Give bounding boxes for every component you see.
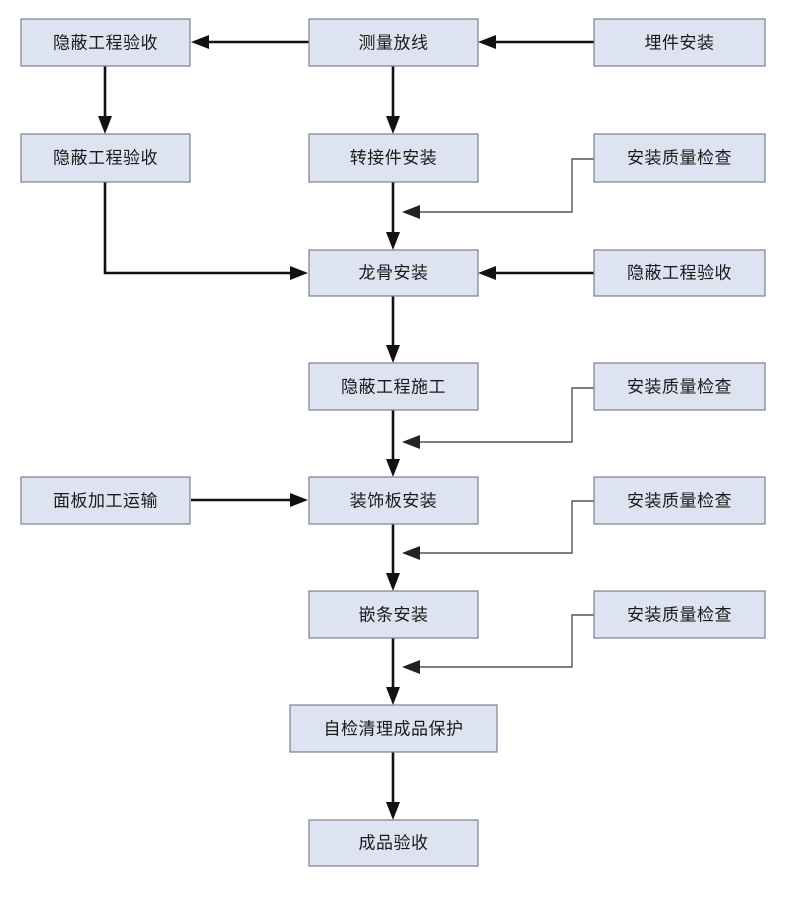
node-quality-check-2[interactable]: 安装质量检查 xyxy=(593,362,766,411)
edge-adapter-to-keel xyxy=(386,182,400,250)
edge-survey-to-concealed-accept xyxy=(191,35,309,49)
edge-embed-to-survey xyxy=(478,35,594,49)
node-label: 安装质量检查 xyxy=(627,378,732,398)
node-concealed-acceptance-3[interactable]: 隐蔽工程验收 xyxy=(593,249,766,297)
edge-panel-install-to-strip-install xyxy=(386,524,400,591)
edge-self-check-to-final-accept xyxy=(386,752,400,820)
node-quality-check-4[interactable]: 安装质量检查 xyxy=(593,590,766,639)
edge-concealed-accept-right-to-keel xyxy=(478,266,594,280)
node-label: 隐蔽工程验收 xyxy=(53,149,158,169)
node-concealed-acceptance-1[interactable]: 隐蔽工程验收 xyxy=(20,18,191,67)
node-label: 成品验收 xyxy=(359,834,429,854)
node-label: 隐蔽工程验收 xyxy=(53,34,158,54)
node-label: 埋件安装 xyxy=(645,34,715,54)
node-label: 隐蔽工程验收 xyxy=(627,264,732,284)
node-embedded-part-install[interactable]: 埋件安装 xyxy=(593,18,766,67)
node-label: 安装质量检查 xyxy=(627,149,732,169)
node-label: 测量放线 xyxy=(359,34,429,54)
node-self-check-clean-protect[interactable]: 自检清理成品保护 xyxy=(289,704,498,753)
node-label: 自检清理成品保护 xyxy=(324,720,464,740)
node-label: 嵌条安装 xyxy=(359,606,429,626)
edge-panel-transport-to-panel-install xyxy=(191,493,308,507)
node-adapter-install[interactable]: 转接件安装 xyxy=(308,133,479,183)
node-quality-check-1[interactable]: 安装质量检查 xyxy=(593,133,766,183)
edge-quality-check-2-to-trunk xyxy=(402,387,594,449)
node-decorative-panel-install[interactable]: 装饰板安装 xyxy=(308,476,479,525)
edge-strip-install-to-self-check xyxy=(386,638,400,705)
node-label: 隐蔽工程施工 xyxy=(341,378,446,398)
node-label: 安装质量检查 xyxy=(627,492,732,512)
node-final-acceptance[interactable]: 成品验收 xyxy=(308,819,479,867)
edge-layer xyxy=(98,35,594,820)
node-keel-install[interactable]: 龙骨安装 xyxy=(308,249,479,297)
edge-quality-check-1-to-trunk xyxy=(402,158,594,219)
edge-quality-check-4-to-trunk xyxy=(402,614,594,674)
node-strip-install[interactable]: 嵌条安装 xyxy=(308,590,479,639)
node-panel-fabrication-transport[interactable]: 面板加工运输 xyxy=(20,476,191,525)
node-concealed-acceptance-2[interactable]: 隐蔽工程验收 xyxy=(20,133,191,183)
node-concealed-work[interactable]: 隐蔽工程施工 xyxy=(308,362,479,411)
edge-concealed-accept-down xyxy=(98,66,112,134)
node-label: 安装质量检查 xyxy=(627,606,732,626)
node-label: 转接件安装 xyxy=(350,149,438,169)
node-survey-layout[interactable]: 测量放线 xyxy=(308,18,479,67)
edge-survey-to-adapter xyxy=(386,66,400,134)
edge-keel-to-concealed-work xyxy=(386,296,400,363)
node-label: 面板加工运输 xyxy=(53,492,158,512)
edge-concealed-work-to-panel-install xyxy=(386,410,400,477)
node-label: 装饰板安装 xyxy=(350,492,438,512)
node-layer: 隐蔽工程验收 测量放线 埋件安装 隐蔽工程验收 转接件安装 安装质量检查 xyxy=(20,18,766,867)
edge-concealed-accept-to-keel xyxy=(103,182,308,280)
node-quality-check-3[interactable]: 安装质量检查 xyxy=(593,476,766,525)
edge-quality-check-3-to-trunk xyxy=(402,500,594,560)
node-label: 龙骨安装 xyxy=(359,264,429,284)
